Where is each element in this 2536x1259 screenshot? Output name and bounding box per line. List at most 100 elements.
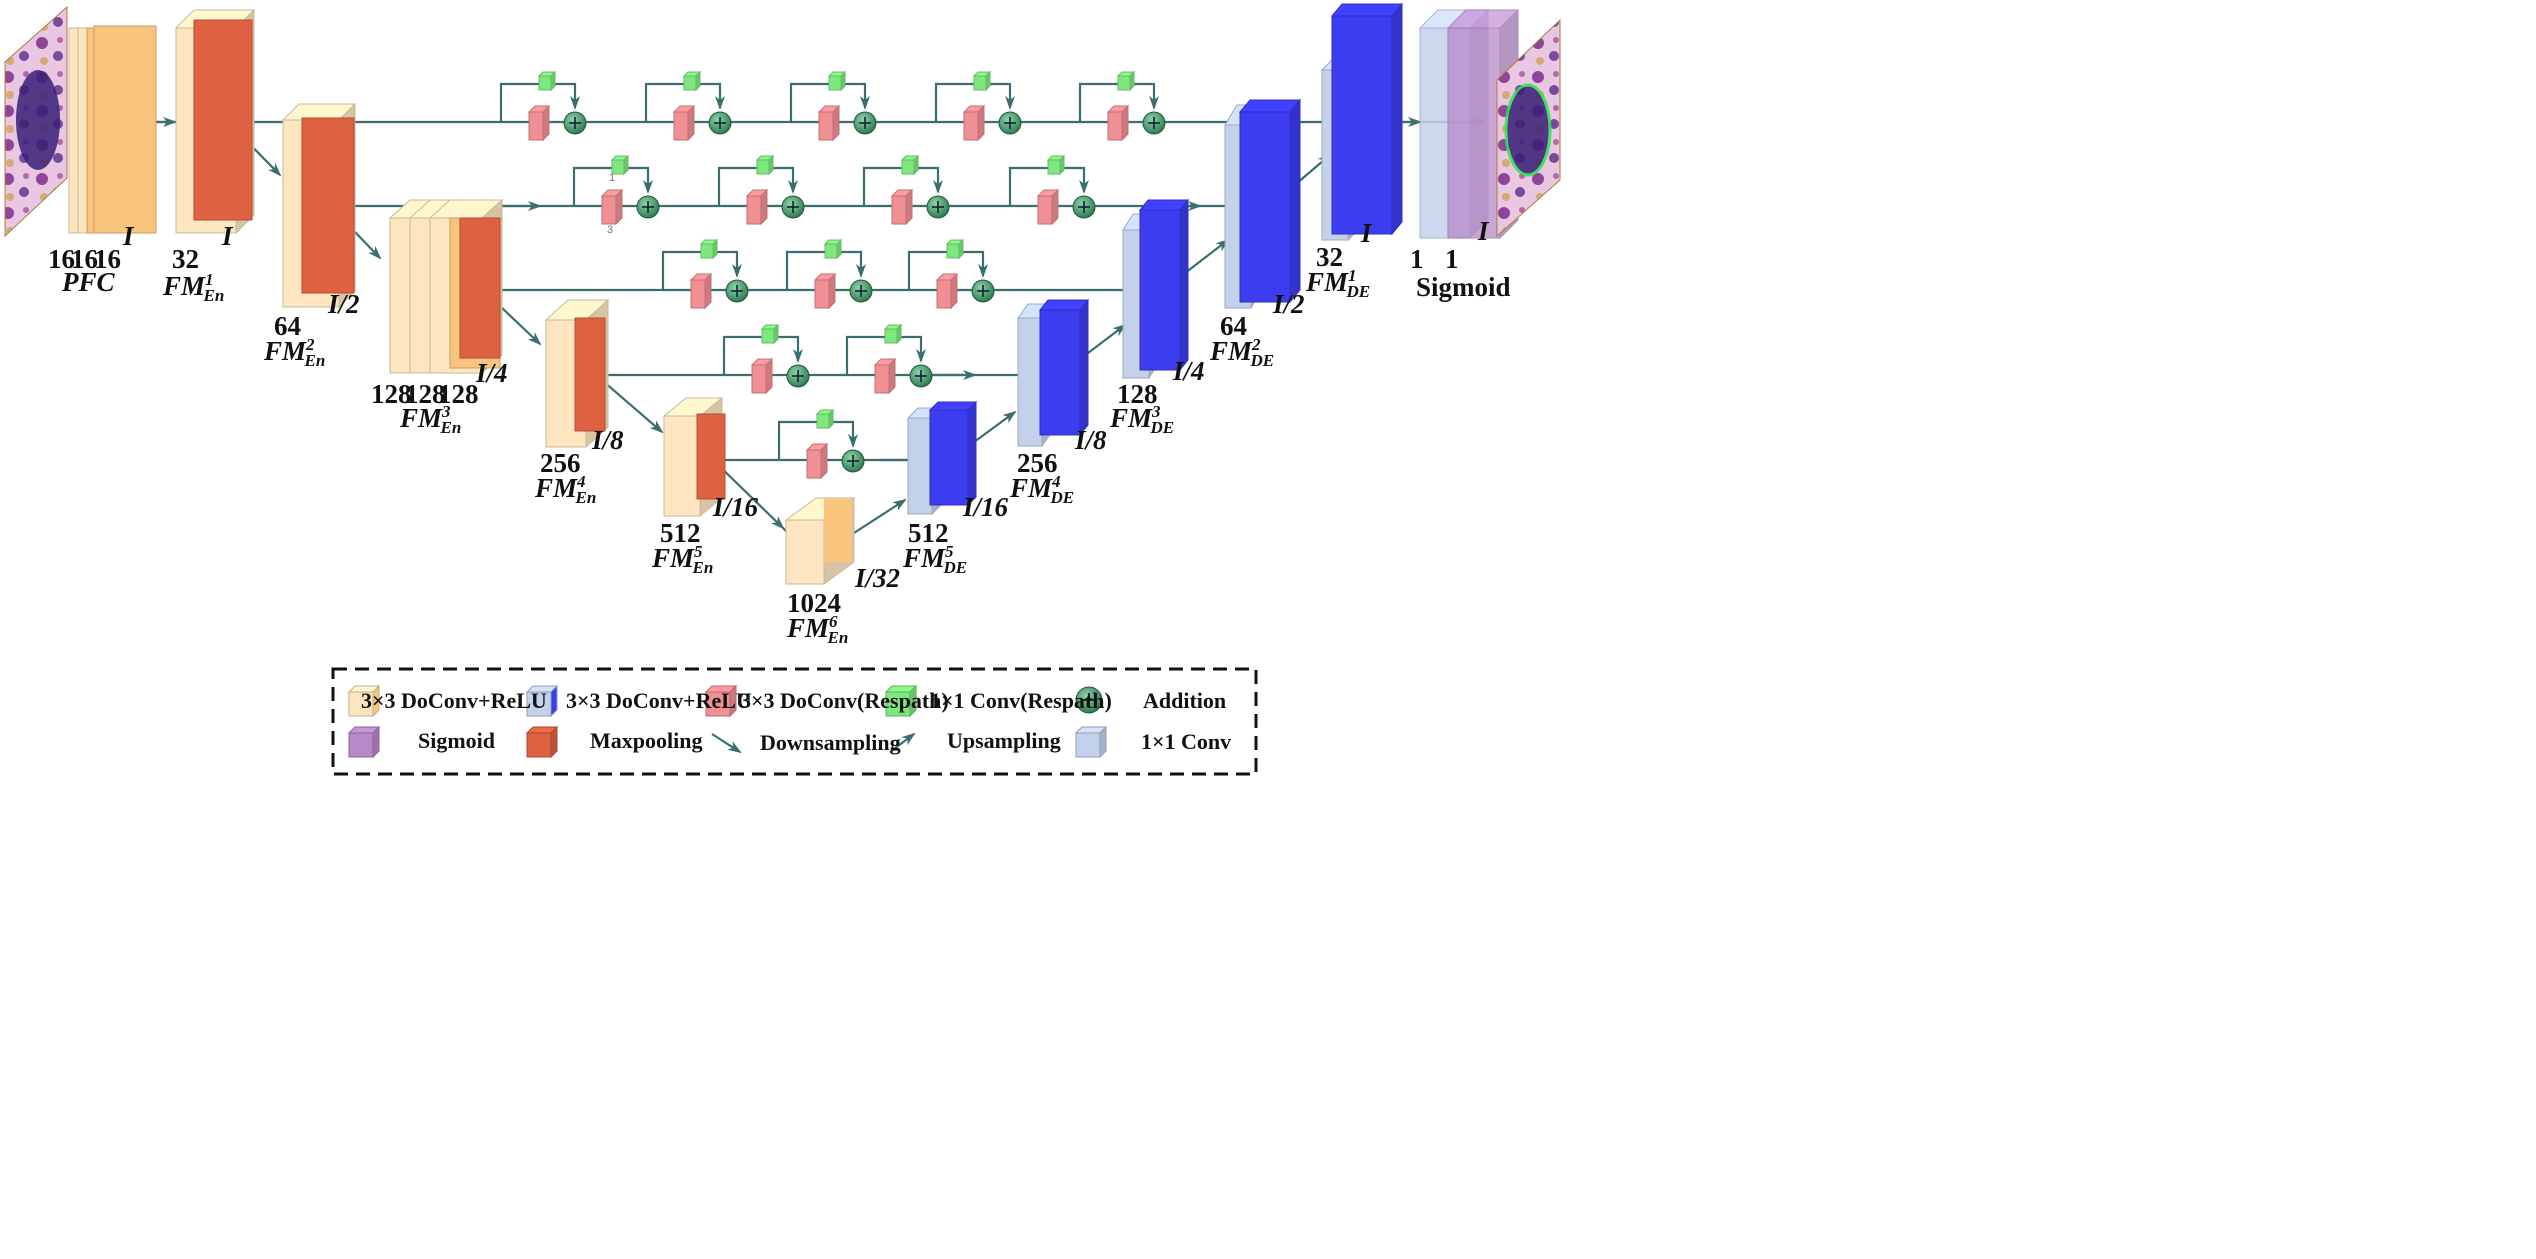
enc0-size: I <box>122 221 135 251</box>
respath-conv <box>805 442 829 480</box>
respath-unit-0 <box>499 70 587 142</box>
respath-modules <box>499 70 1166 480</box>
respath-conv <box>890 188 914 226</box>
respath-1x1 <box>699 238 719 260</box>
respath-1x1 <box>755 154 775 176</box>
respath-conv <box>672 104 696 142</box>
legend-label-addition: Addition <box>1143 688 1226 713</box>
addition-node <box>725 279 749 303</box>
fm5-en-pool <box>696 413 726 500</box>
addition-node <box>781 195 805 219</box>
respath-1x1 <box>610 154 630 176</box>
enc0-ch2: 16 <box>94 244 121 274</box>
respath-mark-bottom: 3 <box>607 224 613 236</box>
out-ch0: 1 <box>1410 244 1424 274</box>
respath-unit-6 <box>717 154 805 226</box>
respath-conv <box>813 272 837 310</box>
respath-conv <box>962 104 986 142</box>
respath-unit-7 <box>862 154 950 226</box>
fm1-en-pool <box>193 19 253 221</box>
respath-unit-14 <box>777 408 865 480</box>
addition-node <box>841 449 865 473</box>
addition-node <box>853 111 877 135</box>
addition-node <box>708 111 732 135</box>
legend-label-respath-conv: 3×3 DoConv(Respath) <box>740 688 949 713</box>
respath-unit-13 <box>845 323 933 395</box>
respath-unit-2 <box>789 70 877 142</box>
dec5-size: I/16 <box>962 492 1009 522</box>
respath-1x1 <box>1046 154 1066 176</box>
enc1-ch: 32 <box>172 244 199 274</box>
enc4-ch: 256 <box>540 448 581 478</box>
addition-node <box>786 364 810 388</box>
enc2-ch: 64 <box>274 311 301 341</box>
dec1-size: I <box>1360 218 1373 248</box>
fm6-en-side <box>824 498 852 562</box>
respath-1x1 <box>760 323 780 345</box>
enc0-ch0: 16 <box>48 244 75 274</box>
pfc-front <box>93 25 157 234</box>
respath-unit-11 <box>907 238 995 310</box>
respath-1x1 <box>682 70 702 92</box>
dec2-size: I/2 <box>1272 289 1305 319</box>
fm4-en-pool <box>574 317 606 432</box>
dec4-ch: 256 <box>1017 448 1058 478</box>
legend-border <box>331 667 1258 776</box>
respath-unit-8 <box>1008 154 1096 226</box>
enc5-ch: 512 <box>660 518 701 548</box>
respath-1x1 <box>972 70 992 92</box>
respath-conv <box>1106 104 1130 142</box>
legend-icon-addition <box>1075 686 1103 714</box>
respath-conv <box>745 188 769 226</box>
respath-conv <box>689 272 713 310</box>
addition-node <box>849 279 873 303</box>
dec2-ch: 64 <box>1220 311 1247 341</box>
respath-1x1 <box>815 408 835 430</box>
enc3-ch0: 128 <box>371 379 412 409</box>
fm3-de-blue <box>1138 198 1190 372</box>
respath-1x1 <box>1116 70 1136 92</box>
addition-node <box>998 111 1022 135</box>
output-image <box>1496 18 1561 238</box>
respath-1x1 <box>900 154 920 176</box>
fm2-en-pool <box>301 117 355 294</box>
addition-node <box>636 195 660 219</box>
legend-icon-upsampling <box>889 732 916 753</box>
respath-unit-10 <box>785 238 873 310</box>
addition-node <box>909 364 933 388</box>
legend-icon-encoder-block <box>347 684 381 718</box>
legend-label-maxpooling: Maxpooling <box>590 728 702 753</box>
addition-node <box>1142 111 1166 135</box>
addition-node <box>926 195 950 219</box>
respath-1x1 <box>537 70 557 92</box>
enc3-ch1: 128 <box>405 379 446 409</box>
respath-unit-9 <box>661 238 749 310</box>
enc5-size: I/16 <box>712 492 759 522</box>
legend-label-conv-1x1: 1×1 Conv <box>1141 729 1231 754</box>
legend-icon-sigmoid <box>347 725 381 759</box>
legend-icon-conv-1x1 <box>1074 725 1108 759</box>
fm2-de-blue <box>1238 98 1302 304</box>
input-image <box>4 5 68 238</box>
enc1-size: I <box>221 221 234 251</box>
dec1-ch: 32 <box>1316 242 1343 272</box>
respath-conv <box>1036 188 1060 226</box>
respath-conv <box>750 357 774 395</box>
fm3-en-pool <box>459 217 501 359</box>
addition-node <box>563 111 587 135</box>
respath-conv <box>817 104 841 142</box>
respath-conv <box>600 188 624 226</box>
respath-unit-1 <box>644 70 732 142</box>
legend-icon-maxpooling <box>525 725 559 759</box>
respath-1x1 <box>883 323 903 345</box>
respath-1x1 <box>945 238 965 260</box>
dec3-size: I/4 <box>1172 356 1205 386</box>
legend-icons <box>347 684 1108 759</box>
enc3-ch2: 128 <box>438 379 479 409</box>
